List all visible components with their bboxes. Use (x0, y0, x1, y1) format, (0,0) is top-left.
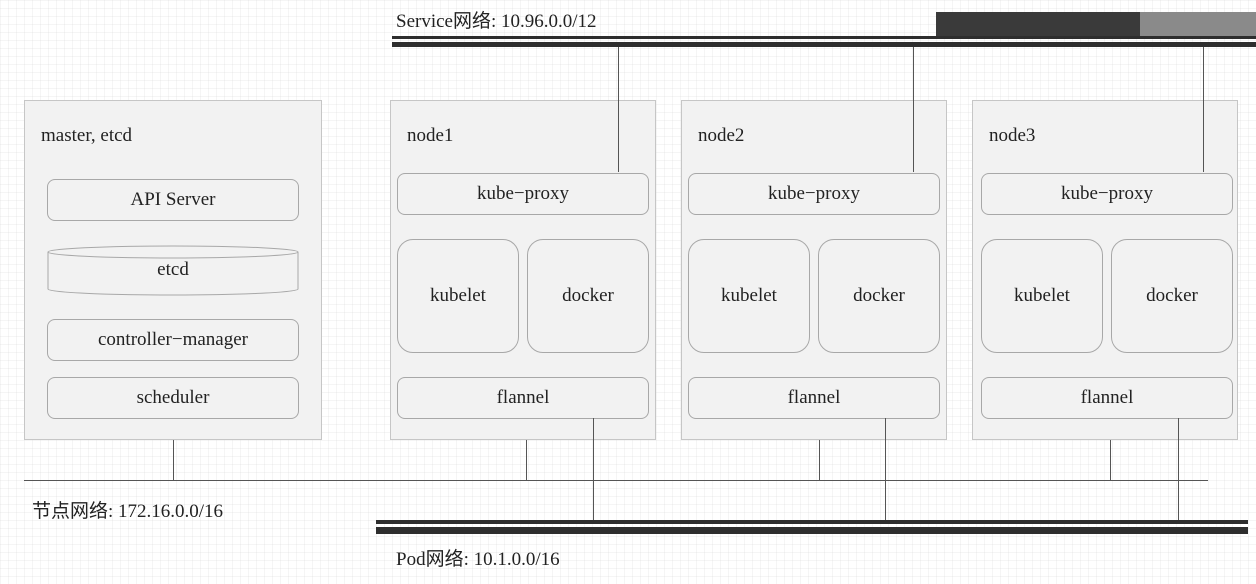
node3-panel: node3 kube−proxy kubelet docker flannel (972, 100, 1238, 440)
node2-node-net-link (819, 440, 820, 480)
node-network-label: 节点网络: 172.16.0.0/16 (32, 501, 224, 522)
service-network-label: Service网络: 10.96.0.0/12 (396, 11, 597, 32)
database-icon (47, 245, 299, 296)
node3-service-link (1203, 47, 1204, 172)
api-server-box: API Server (47, 179, 299, 221)
node2-docker: docker (818, 239, 940, 353)
node2-panel: node2 kube−proxy kubelet docker flannel (681, 100, 947, 440)
node2-kube-proxy: kube−proxy (688, 173, 940, 215)
node1-kubelet: kubelet (397, 239, 519, 353)
node1-flannel: flannel (397, 377, 649, 419)
node3-kubelet: kubelet (981, 239, 1103, 353)
node2-kubelet: kubelet (688, 239, 810, 353)
service-network-bar-lower (392, 42, 1256, 47)
node-network-line (24, 480, 1208, 481)
node3-pod-link (1178, 418, 1179, 520)
controller-manager-box: controller−manager (47, 319, 299, 361)
decor-dark-block (936, 12, 1140, 36)
node1-kube-proxy: kube−proxy (397, 173, 649, 215)
node3-docker: docker (1111, 239, 1233, 353)
node3-flannel: flannel (981, 377, 1233, 419)
etcd-label: etcd (157, 259, 189, 280)
node2-pod-link (885, 418, 886, 520)
node1-node-net-link (526, 440, 527, 480)
node3-node-net-link (1110, 440, 1111, 480)
decor-gray-block (1140, 12, 1256, 36)
node1-panel: node1 kube−proxy kubelet docker flannel (390, 100, 656, 440)
etcd-cylinder: etcd (47, 245, 299, 297)
node2-flannel: flannel (688, 377, 940, 419)
service-network-bar (392, 36, 1256, 39)
node3-title: node3 (989, 125, 1036, 146)
pod-network-label: Pod网络: 10.1.0.0/16 (396, 549, 560, 570)
node1-service-link (618, 47, 619, 172)
node1-title: node1 (407, 125, 454, 146)
pod-network-bar-lower (376, 527, 1248, 534)
node3-kube-proxy: kube−proxy (981, 173, 1233, 215)
master-title: master, etcd (41, 125, 133, 146)
scheduler-box: scheduler (47, 377, 299, 419)
master-node-net-link (173, 440, 174, 480)
node1-pod-link (593, 418, 594, 520)
pod-network-bar (376, 520, 1248, 524)
node2-title: node2 (698, 125, 745, 146)
master-panel: master, etcd API Server etcd controller−… (24, 100, 322, 440)
node1-docker: docker (527, 239, 649, 353)
node2-service-link (913, 47, 914, 172)
